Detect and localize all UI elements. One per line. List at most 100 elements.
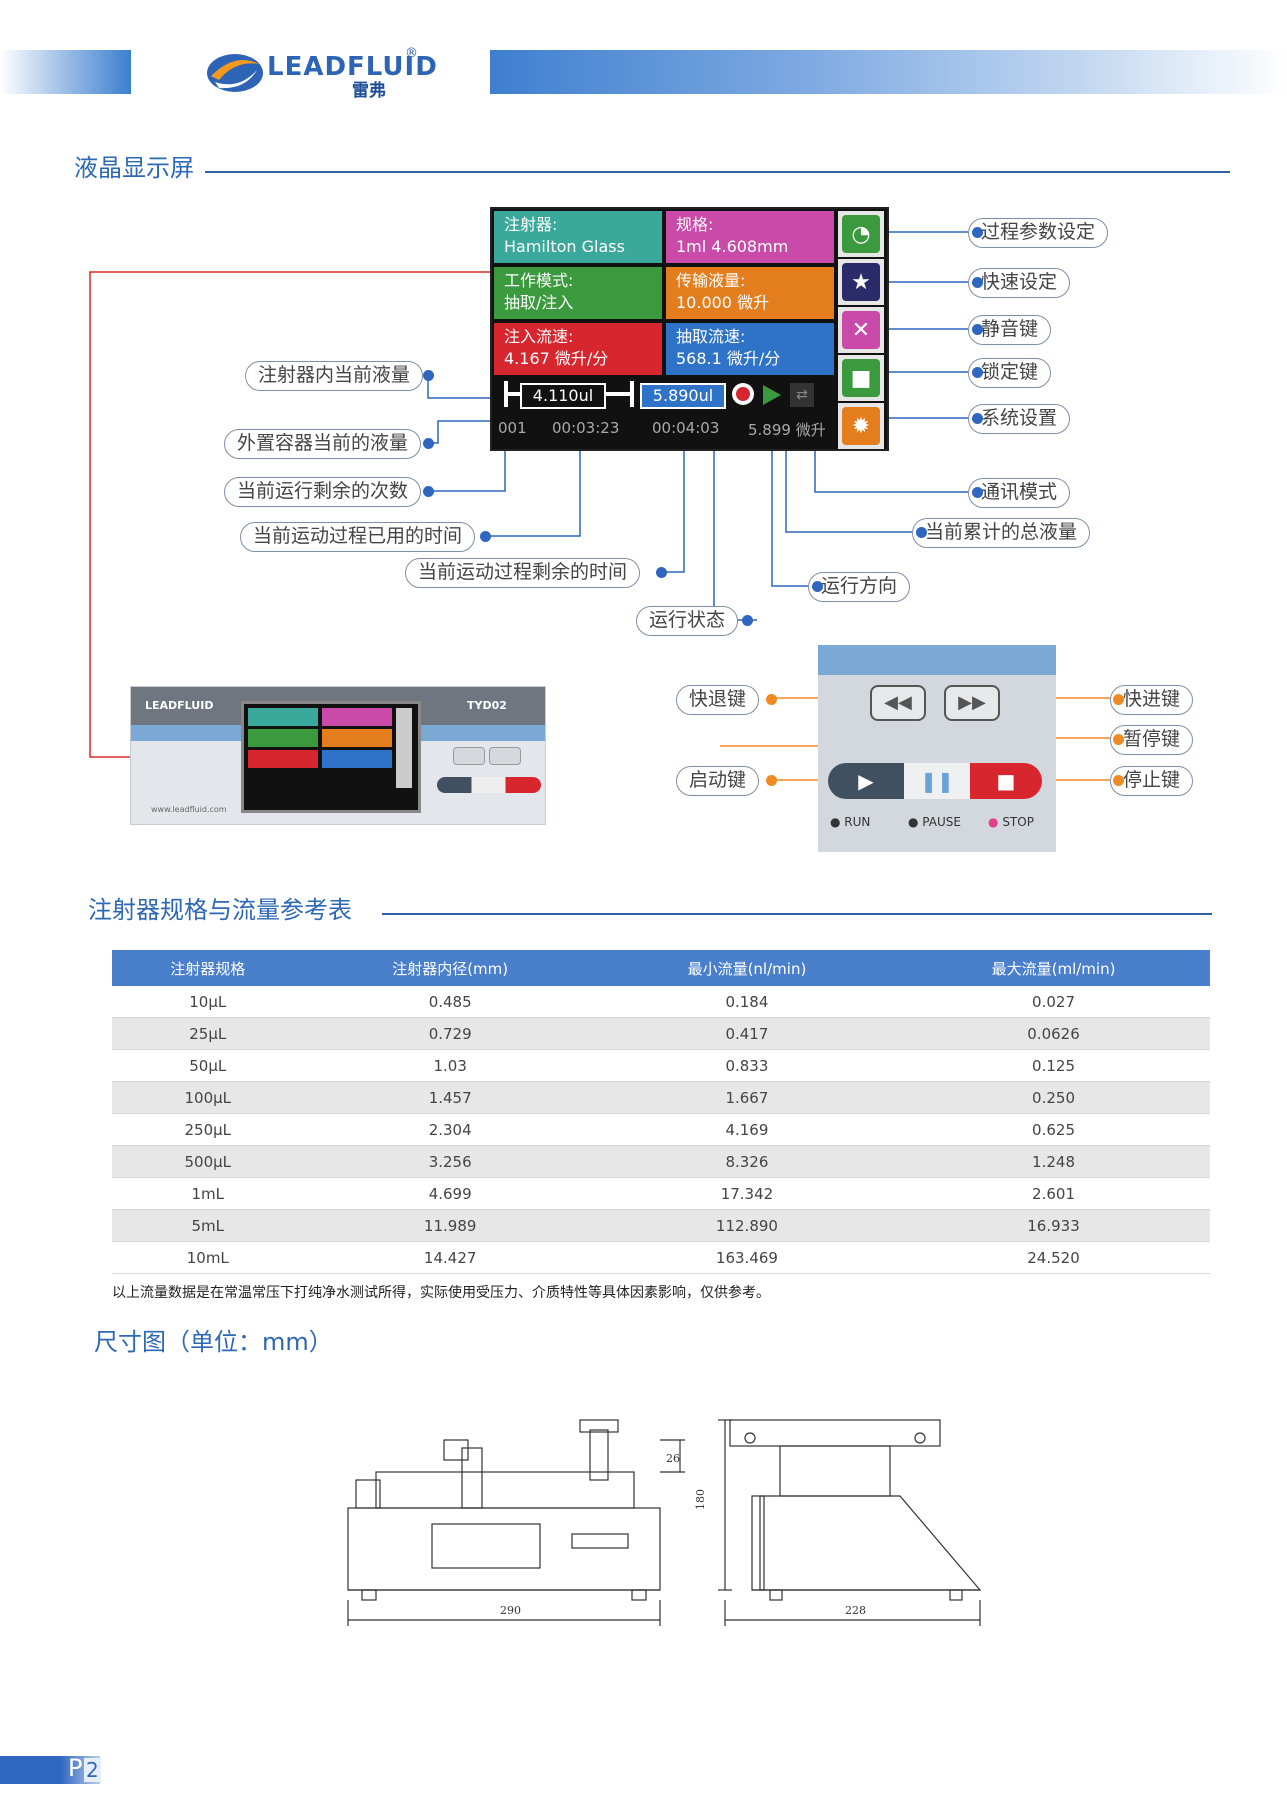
mode-cell: 工作模式: 抽取/注入 [494,267,662,319]
pause-button[interactable]: ❚❚ [904,763,970,799]
spec-value: 1ml 4.608mm [676,237,789,256]
volume-cell: 传输液量: 10.000 微升 [666,267,834,319]
callout-start: 启动键 [676,766,760,796]
inject-label: 注入流速: [504,327,574,346]
mute-button[interactable]: ✕ [838,307,884,353]
fast-forward-icon: ▶▶ [958,692,986,713]
mode-value: 抽取/注入 [504,293,574,312]
callout-remaining-runs: 当前运行剩余的次数 [224,477,422,507]
callout-total-volume: 当前累计的总液量 [912,518,1091,548]
run-indicator: ● RUN [830,815,871,829]
header-spec: 注射器规格 [112,950,304,986]
mini-forward-button[interactable] [489,747,521,765]
quick-set-button[interactable]: ★ [838,259,884,305]
lcd-section-title: 液晶显示屏 [74,154,194,182]
volume-label: 传输液量: [676,271,746,290]
lock-button[interactable]: ■ [838,355,884,401]
brand-logo-text: LEADFLUID [267,52,438,82]
comm-mode-icon: ⇄ [790,383,814,407]
callout-comm-mode: 通讯模式 [968,478,1071,508]
withdraw-label: 抽取流速: [676,327,746,346]
inject-cell: 注入流速: 4.167 微升/分 [494,323,662,375]
lcd-screen: 注射器: Hamilton Glass 规格: 1ml 4.608mm 工作模式… [490,207,889,451]
callout-run-direction: 运行方向 [808,572,911,602]
control-panel-zoom: ◀◀ ▶▶ ▶ ❚❚ ■ ● RUN ● PAUSE ● STOP [818,645,1056,852]
header-min-flow: 最小流量(nl/min) [596,950,898,986]
page-number-p: P [68,1754,83,1782]
dim-offset: 26 [666,1452,680,1465]
run-count: 001 [498,419,527,437]
stop-button[interactable]: ■ [970,763,1042,799]
gear-icon: ✹ [842,407,880,445]
fast-forward-button[interactable]: ▶▶ [944,685,1000,721]
star-icon: ★ [842,263,880,301]
withdraw-cell: 抽取流速: 568.1 微升/分 [666,323,834,375]
start-button[interactable]: ▶ [828,763,904,799]
mini-rewind-button[interactable] [453,747,485,765]
page-number-bar [0,1756,100,1784]
syringe-value: Hamilton Glass [504,237,625,256]
device-front-panel: LEADFLUID TYD02 www.leadfluid.com [130,686,546,825]
device-brand: LEADFLUID [145,699,214,712]
spec-label: 规格: [676,215,714,234]
header-bar-left [0,50,131,94]
dimension-drawing: 290 228 180 26 [347,1419,982,1626]
callout-run-state: 运行状态 [636,606,739,636]
process-params-button[interactable]: ◔ [838,211,884,257]
spec-cell: 规格: 1ml 4.608mm [666,211,834,263]
pause-icon: ❚❚ [920,769,954,793]
syringe-label: 注射器: [504,215,558,234]
header-max-flow: 最大流量(ml/min) [897,950,1210,986]
syringe-spec-table: 注射器规格 注射器内径(mm) 最小流量(nl/min) 最大流量(ml/min… [112,950,1210,1274]
table-header-row: 注射器规格 注射器内径(mm) 最小流量(nl/min) 最大流量(ml/min… [112,950,1210,986]
callout-remaining-time: 当前运动过程剩余的时间 [405,558,641,588]
external-volume-display: 5.890ul [640,383,726,409]
flow-note: 以上流量数据是在常温常压下打纯净水测试所得，实际使用受压力、介质特性等具体因素影… [112,1285,770,1301]
callout-elapsed-time: 当前运动过程已用的时间 [240,522,476,552]
brand-cn-text: 雷弗 [352,81,386,101]
elapsed-time: 00:03:23 [552,419,620,437]
lcd-section-rule [205,171,1230,173]
table-section-title: 注射器规格与流量参考表 [88,896,352,924]
mini-control-bar[interactable] [437,777,541,793]
syringe-volume-display: 4.110ul [520,383,606,409]
pause-indicator: ● PAUSE [908,815,961,829]
rewind-icon: ◀◀ [884,692,912,713]
system-settings-button[interactable]: ✹ [838,403,884,449]
dim-width: 290 [500,1604,521,1617]
gauge-icon: ◔ [842,215,880,253]
leadfluid-logo-icon [207,54,263,92]
stop-indicator: ● STOP [988,815,1034,829]
lock-icon: ■ [842,359,880,397]
callout-external-current: 外置容器当前的液量 [224,429,422,459]
inject-value: 4.167 微升/分 [504,349,609,368]
callout-syringe-current: 注射器内当前液量 [245,361,424,391]
mode-label: 工作模式: [504,271,574,290]
play-icon: ▶ [858,769,874,793]
table-section-rule [382,913,1212,915]
registered-mark: ® [405,46,418,61]
dimension-section-title: 尺寸图（单位：mm） [94,1328,333,1356]
callout-process-params: 过程参数设定 [968,218,1109,248]
page-number: 2 [84,1758,101,1782]
total-volume: 5.899 微升 [748,421,826,439]
dim-depth: 228 [845,1604,866,1617]
stop-icon: ■ [996,769,1016,793]
withdraw-value: 568.1 微升/分 [676,349,781,368]
run-state-icon [732,383,754,405]
callout-system-settings: 系统设置 [968,404,1071,434]
rewind-button[interactable]: ◀◀ [870,685,926,721]
device-model: TYD02 [467,699,507,712]
device-url: www.leadfluid.com [151,805,227,814]
direction-icon [763,385,781,405]
device-mini-lcd [241,701,421,813]
remaining-time: 00:04:03 [652,419,720,437]
